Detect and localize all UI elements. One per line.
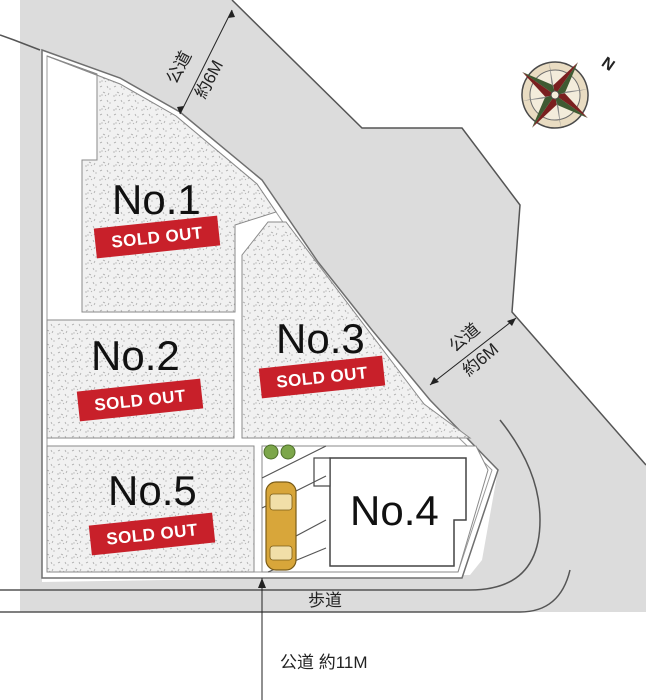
lot-5-sold-badge: SOLD OUT bbox=[88, 512, 216, 556]
lot-2-parcel[interactable] bbox=[46, 319, 235, 439]
lot-1-setback bbox=[46, 55, 98, 312]
lot-5-parcel[interactable] bbox=[46, 445, 255, 573]
compass-north-label: N bbox=[598, 54, 617, 75]
road-area bbox=[0, 0, 646, 612]
lot-2-sold-badge: SOLD OUT bbox=[76, 378, 204, 422]
road-width-marker-bottom bbox=[258, 578, 266, 700]
lot-4-entry bbox=[313, 457, 331, 487]
compass-rose-icon bbox=[521, 61, 589, 129]
car-icon bbox=[265, 481, 297, 571]
lot-5-number: No.5 bbox=[108, 467, 197, 514]
lot-4-number: No.4 bbox=[350, 487, 439, 534]
sidewalk-label: 歩道 bbox=[308, 591, 342, 610]
lot-1-sold-badge: SOLD OUT bbox=[93, 215, 221, 259]
lot-2-number: No.2 bbox=[91, 332, 180, 379]
road-width-marker-right bbox=[429, 317, 517, 386]
lot-3-sold-badge: SOLD OUT bbox=[258, 355, 386, 399]
road-edge-line bbox=[0, 0, 646, 591]
lot-3-number: No.3 bbox=[276, 315, 365, 362]
lot-1-number: No.1 bbox=[112, 176, 201, 223]
lot-4-house bbox=[329, 457, 467, 567]
sidewalk-edge-line bbox=[0, 569, 571, 613]
shrub-icon bbox=[263, 444, 296, 460]
bottom-road-label: 公道 約11M bbox=[280, 653, 368, 672]
road-width-marker-top bbox=[177, 9, 235, 115]
